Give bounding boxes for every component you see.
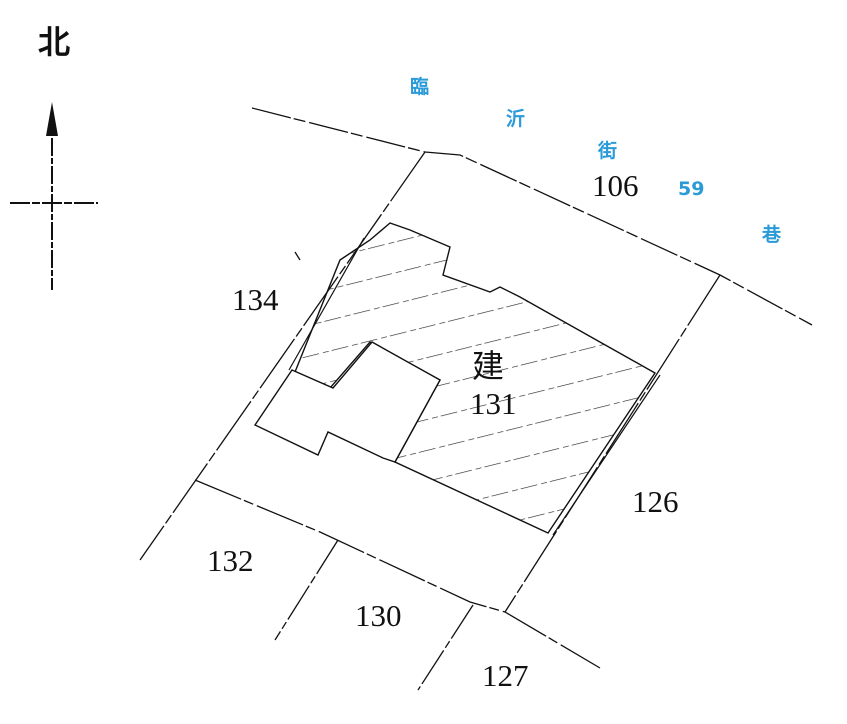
parcel-number-subject: 131 <box>470 386 517 421</box>
annex-structure <box>253 341 441 463</box>
parcel-number-south: 130 <box>355 598 402 633</box>
road-name-lane-number: 59 <box>678 178 705 200</box>
parcel-number-southwest: 132 <box>207 543 254 578</box>
road-boundary <box>251 107 813 326</box>
parcel-number-southeast: 127 <box>482 658 529 693</box>
north-label: 北 <box>38 23 71 61</box>
road-name-char-5: 巷 <box>762 224 782 246</box>
road-name-char-2: 沂 <box>506 108 526 130</box>
parcel-number-west: 134 <box>232 282 279 317</box>
parcel-number-north: 106 <box>592 168 639 203</box>
road-name-char-3: 街 <box>598 140 618 162</box>
building-mark: 建 <box>472 347 505 385</box>
parcel-boundaries <box>139 151 721 691</box>
parcel-number-east: 126 <box>632 484 679 519</box>
road-name-char-1: 臨 <box>410 76 430 98</box>
north-arrow-icon <box>10 102 98 290</box>
